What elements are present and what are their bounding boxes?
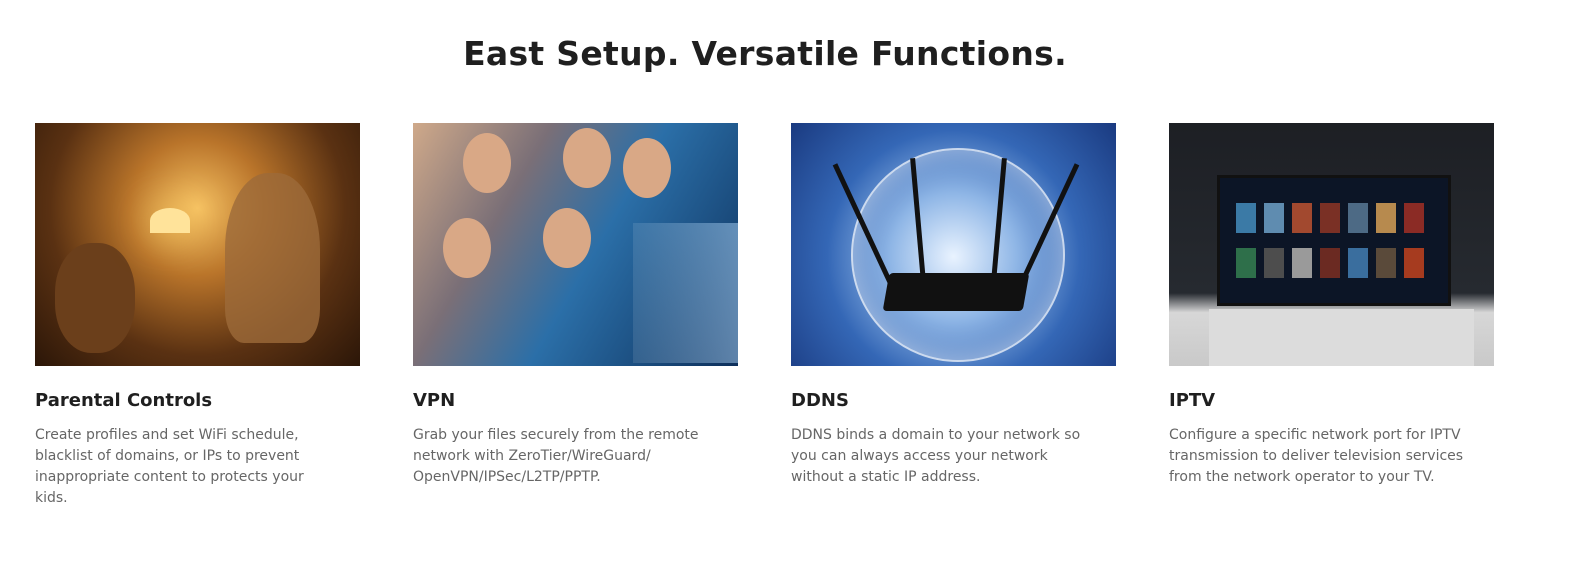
feature-title: IPTV [1169,390,1216,411]
hologram-screen-shape [633,223,738,363]
section-heading: East Setup. Versatile Functions. [463,34,1067,73]
movie-poster-thumbnail [1264,248,1284,278]
feature-description: Create profiles and set WiFi schedule, b… [35,427,304,506]
person-shape [463,133,511,193]
feature-title: Parental Controls [35,390,213,411]
feature-title: VPN [413,390,456,411]
feature-description: Grab your files securely from the remote… [413,427,699,485]
movie-poster-thumbnail [1376,203,1396,233]
movie-poster-thumbnail [1236,203,1256,233]
girl-reading-shape [225,173,320,343]
feature-card-parental-controls: Parental Controls Create profiles and se… [35,123,360,509]
feature-card-vpn: VPN Grab your files securely from the re… [413,123,738,488]
feature-title: DDNS [791,390,849,411]
movie-poster-thumbnail [1264,203,1284,233]
person-shape [563,128,611,188]
movie-poster-thumbnail [1404,203,1424,233]
person-shape [623,138,671,198]
tv-shape [1217,175,1451,306]
iptv-image [1169,123,1494,366]
feature-description: Configure a specific network port for IP… [1169,427,1464,485]
movie-poster-thumbnail [1236,248,1256,278]
feature-description: DDNS binds a domain to your network so y… [791,427,1081,485]
vpn-image [413,123,738,366]
tv-cabinet-shape [1209,309,1474,366]
parental-controls-image [35,123,360,366]
globe-shape [851,148,1065,362]
person-shape [443,218,491,278]
movie-poster-thumbnail [1348,203,1368,233]
router-shape [882,273,1030,311]
movie-poster-thumbnail [1348,248,1368,278]
movie-poster-thumbnail [1376,248,1396,278]
movie-poster-thumbnail [1404,248,1424,278]
feature-card-iptv: IPTV Configure a specific network port f… [1169,123,1494,488]
feature-card-ddns: DDNS DDNS binds a domain to your network… [791,123,1116,488]
movie-poster-thumbnail [1320,248,1340,278]
lamp-shape [150,208,190,233]
ddns-image [791,123,1116,366]
movie-poster-thumbnail [1320,203,1340,233]
movie-poster-thumbnail [1292,203,1312,233]
movie-poster-thumbnail [1292,248,1312,278]
teddy-bear-shape [55,243,135,353]
person-shape [543,208,591,268]
